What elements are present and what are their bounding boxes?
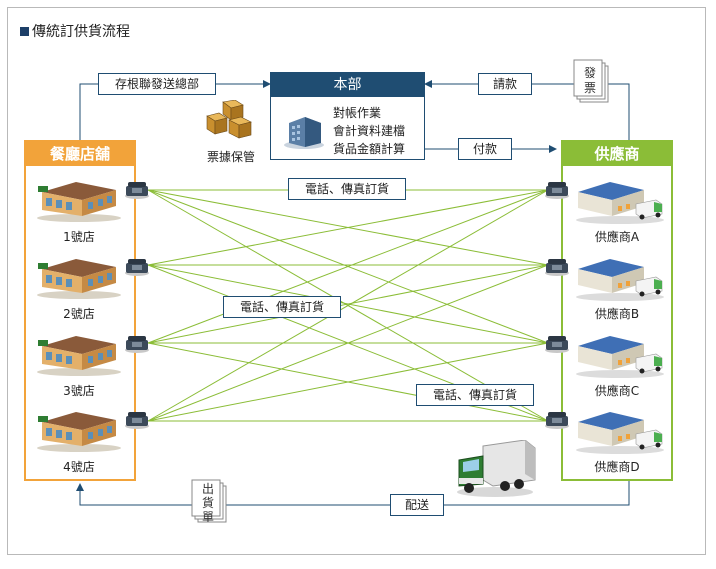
- task-reconcile: 對帳作業: [333, 106, 382, 120]
- supplier-label: 供應商A: [594, 230, 640, 244]
- suppliers-title: 供應商: [563, 142, 671, 166]
- supplier-label: 供應商C: [594, 384, 640, 398]
- restaurant-store-icon: [36, 255, 122, 303]
- store-label: 2號店: [63, 307, 95, 321]
- task-amount-calc: 貨品金額計算: [333, 142, 406, 156]
- label-request-payment: 請款: [478, 73, 532, 95]
- delivery-slip-label: 出貨單: [201, 482, 214, 524]
- supplier-label: 供應商B: [594, 307, 640, 321]
- telephone-icon: [124, 410, 150, 434]
- label-order-top: 電話、傳真訂貨: [288, 178, 406, 200]
- receipt-storage-label: 票據保管: [206, 150, 255, 164]
- restaurant-store-icon: [36, 178, 122, 226]
- label-order-bottom: 電話、傳真訂貨: [416, 384, 534, 406]
- telephone-icon: [124, 257, 150, 281]
- supplier-label: 供應商D: [594, 460, 640, 474]
- supplier-warehouse-icon: [574, 178, 666, 228]
- order-line: [147, 264, 549, 344]
- label-delivery: 配送: [390, 494, 444, 516]
- cardboard-boxes-icon: [206, 100, 252, 139]
- order-line: [147, 189, 549, 266]
- restaurant-store-icon: [36, 408, 122, 456]
- telephone-icon: [124, 334, 150, 358]
- supplier-warehouse-icon: [574, 255, 666, 305]
- store-label: 3號店: [63, 384, 95, 398]
- headquarters-title: 本部: [271, 73, 424, 97]
- telephone-icon: [544, 180, 570, 204]
- title-text: 傳統訂供貨流程: [32, 24, 130, 40]
- label-payment: 付款: [458, 138, 512, 160]
- label-stub-to-hq: 存根聯發送總部: [98, 73, 216, 95]
- invoice-label: 發票: [583, 66, 596, 95]
- diagram-title: 傳統訂供貨流程: [20, 21, 130, 41]
- telephone-icon: [124, 180, 150, 204]
- label-order-middle: 電話、傳真訂貨: [223, 296, 341, 318]
- headquarters-box: 本部 對帳作業 會計資料建檔 貨品金額計算: [270, 72, 425, 160]
- restaurant-store-icon: [36, 332, 122, 380]
- title-square-icon: [20, 27, 29, 36]
- restaurants-title: 餐廳店舖: [26, 142, 134, 166]
- order-line: [147, 264, 549, 422]
- store-label: 1號店: [63, 230, 95, 244]
- delivery-slip-document-icon: [191, 479, 227, 523]
- task-accounting: 會計資料建檔: [333, 124, 406, 138]
- telephone-icon: [544, 334, 570, 358]
- invoice-document-icon: [573, 59, 609, 103]
- office-building-icon: [284, 117, 324, 149]
- order-line: [147, 189, 549, 422]
- order-line: [147, 342, 549, 422]
- delivery-truck-icon: [457, 440, 536, 497]
- telephone-icon: [544, 257, 570, 281]
- order-line: [147, 189, 549, 344]
- headquarters-tasks: 對帳作業 會計資料建檔 貨品金額計算: [333, 104, 405, 158]
- supplier-warehouse-icon: [574, 408, 666, 458]
- arrow-delivery: [76, 478, 630, 506]
- store-label: 4號店: [63, 460, 95, 474]
- telephone-icon: [544, 410, 570, 434]
- supplier-warehouse-icon: [574, 332, 666, 382]
